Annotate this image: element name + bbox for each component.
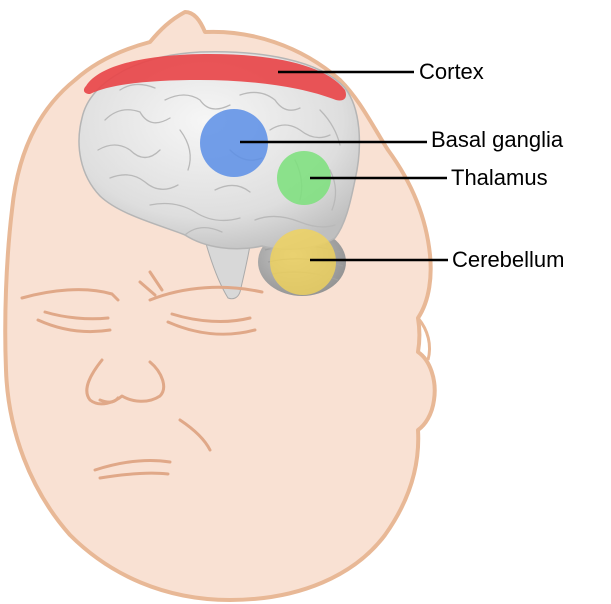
thalamus-label: Thalamus (451, 167, 548, 189)
cerebellum-label: Cerebellum (452, 249, 565, 271)
basal-ganglia-label: Basal ganglia (431, 129, 563, 151)
cerebellum-region (270, 229, 336, 295)
cortex-label: Cortex (419, 61, 484, 83)
